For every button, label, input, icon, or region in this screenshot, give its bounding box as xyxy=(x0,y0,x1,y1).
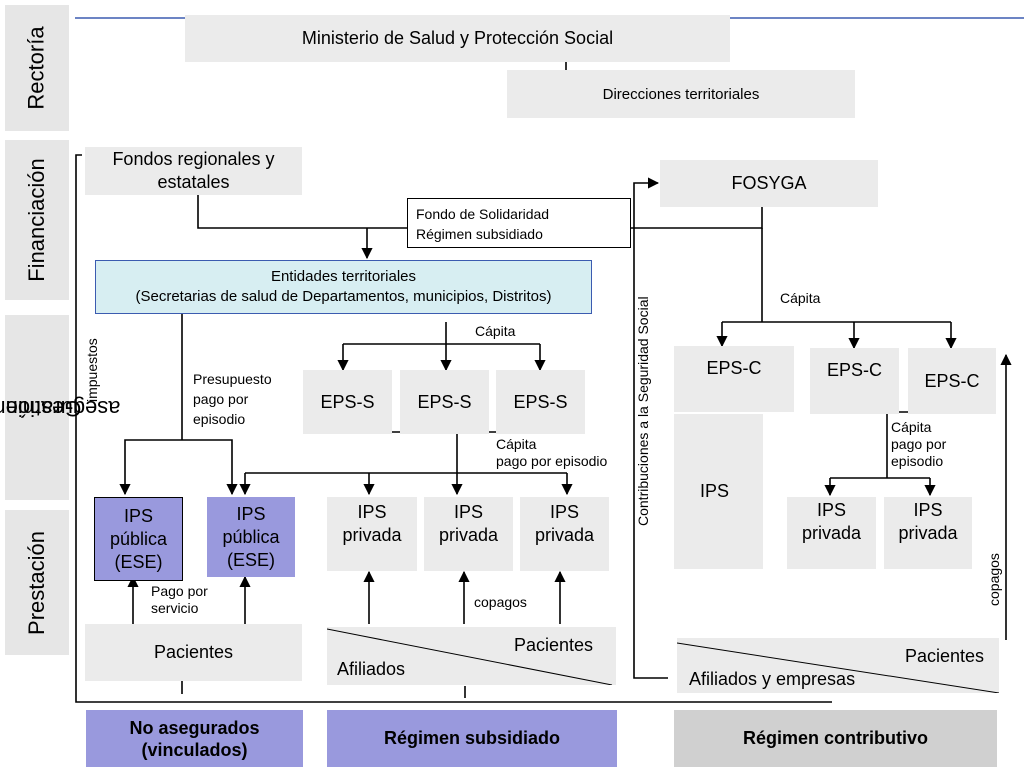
ips-contributivo-box: IPS xyxy=(674,414,763,569)
eps-s-box: EPS-S xyxy=(303,370,392,434)
contribuciones-label: Contribuciones a la Seguridad Social xyxy=(635,296,651,526)
pacientes-label: Pacientes xyxy=(514,635,594,655)
afiliados-label: Afiliados xyxy=(337,659,406,679)
row-label-financiacion: Financiación xyxy=(5,140,69,300)
eps-c-box: EPS-C xyxy=(908,348,996,414)
pacientes-no-asegurados-box: Pacientes xyxy=(85,624,302,681)
eps-s-box: EPS-S xyxy=(496,370,585,434)
regimen-subsidiado-label: Régimen subsidiado xyxy=(327,710,617,767)
eps-s-box: EPS-S xyxy=(400,370,489,434)
no-asegurados-label: No asegurados(vinculados) xyxy=(86,710,303,767)
pacientes-label: Pacientes xyxy=(905,646,985,666)
pacientes-subsidiado-box: Pacientes Afiliados xyxy=(327,627,616,685)
capita-c-pago-label: Cápita pago por episodio xyxy=(891,419,947,469)
capita-s-label: Cápita xyxy=(475,323,516,339)
presupuesto-label: Presupuesto pago por episodio xyxy=(193,371,272,427)
diagonal-divider xyxy=(677,642,999,693)
fondo-solidaridad-box: Fondo de Solidaridad Régimen subsidiado xyxy=(407,198,631,248)
pago-servicio-label: Pago por servicio xyxy=(151,583,208,616)
impuestos-label: impuestos xyxy=(84,338,100,402)
eps-c-box: EPS-C xyxy=(674,346,794,412)
afiliados-empresas-label: Afiliados y empresas xyxy=(689,669,856,689)
eps-c-box: EPS-C xyxy=(810,348,899,414)
row-label-gestion: Gestión delaseguramiento xyxy=(0,315,121,500)
capita-c-label: Cápita xyxy=(780,290,821,306)
row-label-rectoria: Rectoría xyxy=(5,5,69,131)
row-label-prestacion: Prestación xyxy=(5,510,69,655)
direcciones-territoriales-box: Direcciones territoriales xyxy=(507,70,855,118)
entidades-territoriales-box: Entidades territoriales(Secretarias de s… xyxy=(95,260,592,314)
ministerio-box: Ministerio de Salud y Protección Social xyxy=(185,15,730,62)
diagonal-divider xyxy=(327,628,613,685)
copagos-c-label: copagos xyxy=(986,553,1002,606)
copagos-s-label: copagos xyxy=(474,594,527,610)
fosyga-box: FOSYGA xyxy=(660,160,878,207)
capita-pago-episodio-label: Cápita pago por episodio xyxy=(496,436,608,469)
regimen-contributivo-label: Régimen contributivo xyxy=(674,710,997,767)
pacientes-contributivo-box: Pacientes Afiliados y empresas xyxy=(677,638,999,693)
